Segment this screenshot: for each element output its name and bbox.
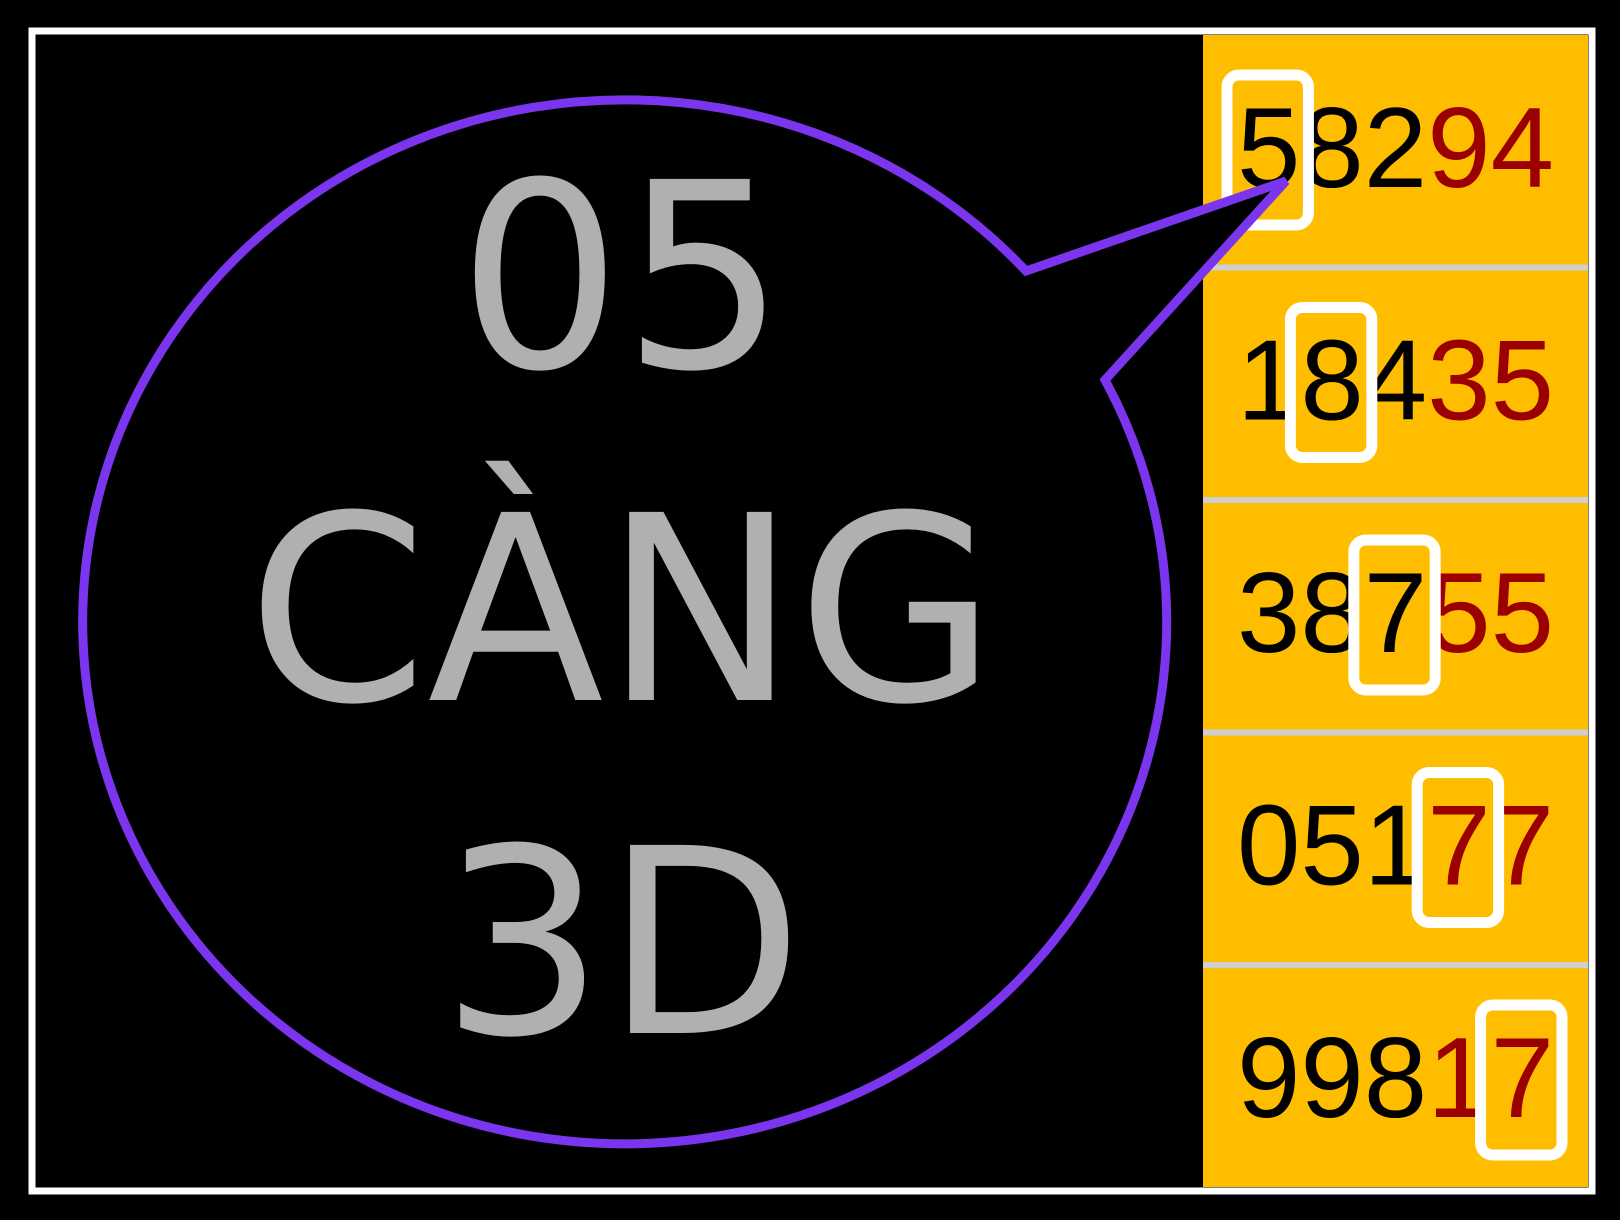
result-number: 05177 (1237, 783, 1554, 910)
result-digits-black: 184 (1237, 318, 1427, 445)
result-digits-black: 387 (1237, 550, 1427, 677)
speech-bubble-outline (78, 95, 1290, 1149)
highlight-box (1475, 999, 1568, 1161)
result-number: 18435 (1237, 318, 1554, 445)
result-digits-red: 55 (1427, 550, 1554, 677)
result-digits-black: 051 (1237, 783, 1427, 910)
result-digits-red: 77 (1427, 783, 1554, 910)
row-divider (1203, 729, 1588, 736)
highlight-box (1221, 69, 1314, 231)
result-number: 99817 (1237, 1015, 1554, 1142)
highlight-box (1284, 302, 1378, 463)
bubble-line-3: 3D (441, 794, 804, 1094)
result-digits-red: 94 (1427, 85, 1554, 212)
highlight-box (1348, 534, 1441, 696)
result-digits-black: 998 (1237, 1015, 1427, 1142)
row-divider (1203, 497, 1588, 503)
bubble-line-1: 05 (458, 128, 786, 428)
result-number: 58294 (1237, 85, 1554, 212)
result-digits-red: 17 (1427, 1015, 1554, 1142)
speech-bubble: 05 CÀNG 3D (78, 95, 1290, 1149)
bubble-line-2: CÀNG (247, 458, 997, 761)
row-divider (1203, 264, 1588, 271)
highlight-box (1411, 767, 1505, 928)
result-digits-red: 35 (1427, 318, 1554, 445)
result-number: 38755 (1237, 550, 1554, 677)
row-divider (1203, 962, 1588, 968)
